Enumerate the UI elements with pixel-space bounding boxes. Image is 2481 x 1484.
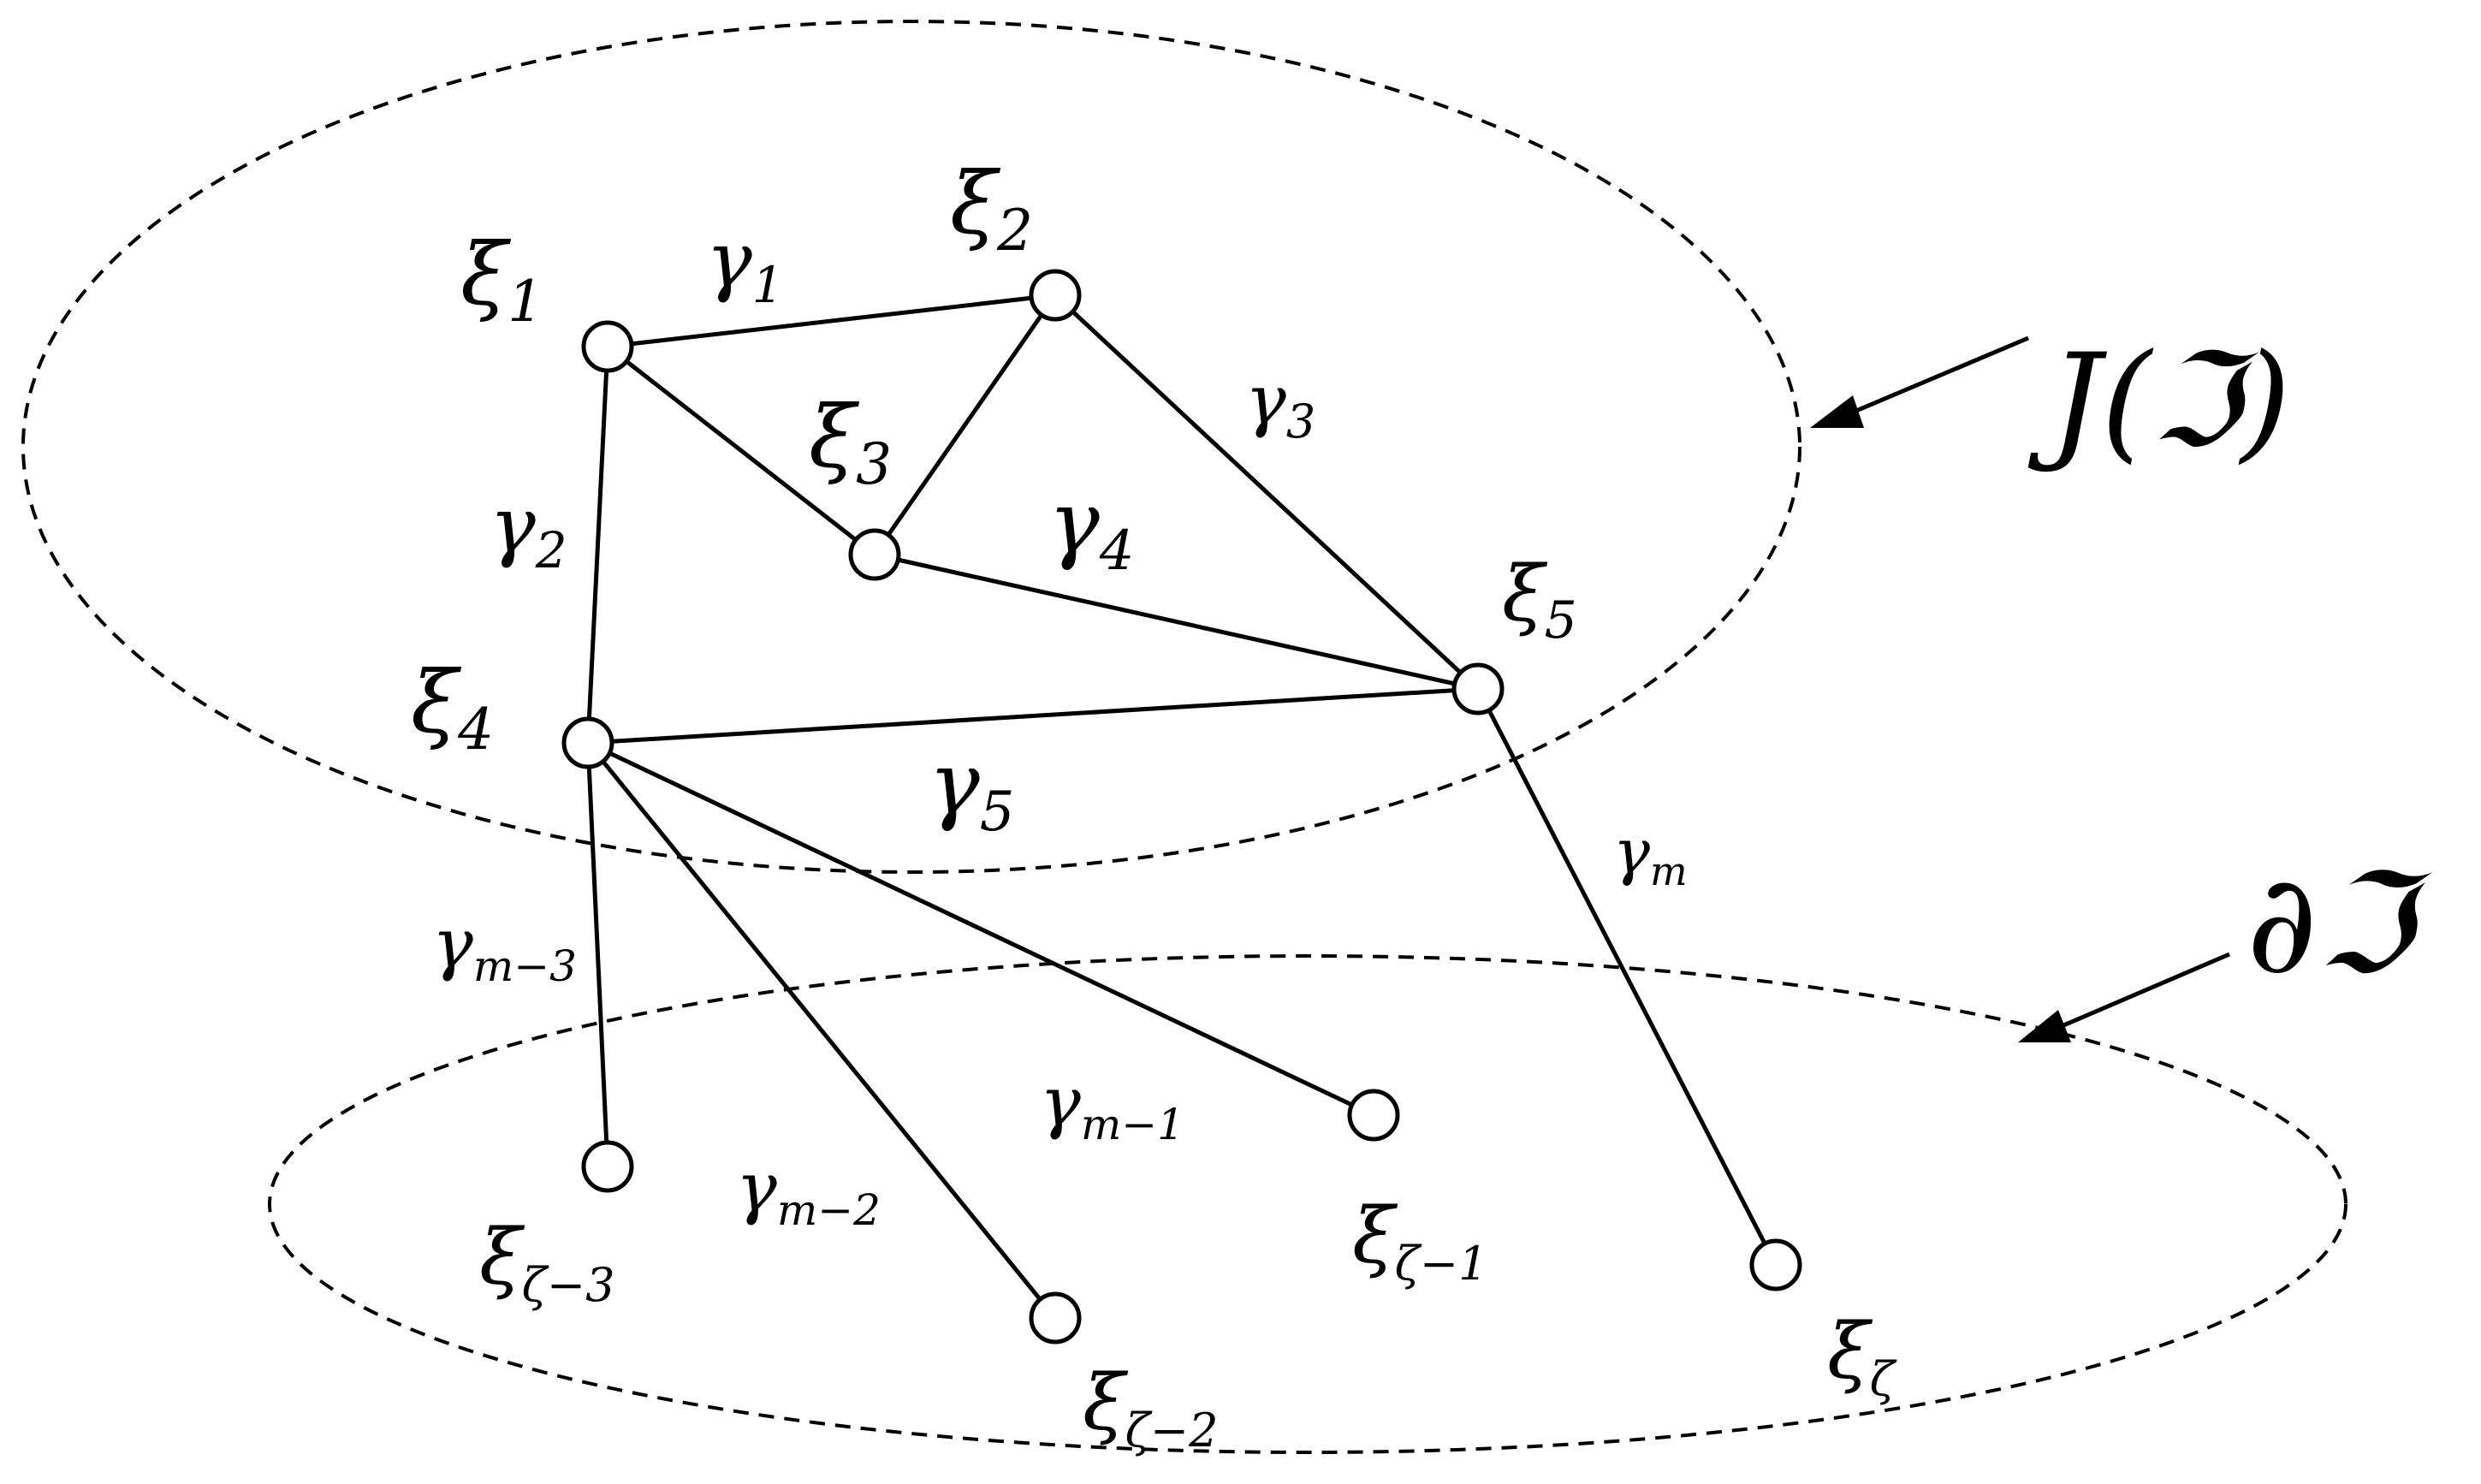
node-label-xi-zeta: ξζ	[1827, 1307, 1897, 1406]
inner-region-label: J(ℑ)	[2027, 327, 2291, 476]
edge-n3-n5	[874, 552, 1479, 692]
edge-label-gamma-m: γm	[1613, 816, 1688, 894]
edge-label-gamma-1: γ1	[706, 216, 784, 314]
edge-n4-nz1	[586, 740, 1375, 1118]
nodes-group	[561, 269, 1802, 1345]
boundary-region-arrow	[2049, 952, 2230, 1034]
node-nz1	[1347, 1089, 1400, 1142]
node-label-xi-zeta-2: ξζ−2	[1083, 1358, 1218, 1457]
inner-region-arrowhead	[1810, 395, 1864, 428]
node-n1	[581, 320, 634, 373]
node-n4	[561, 716, 614, 769]
edge-n5-nz	[1475, 687, 1778, 1267]
inner-region-arrow	[1839, 335, 2029, 420]
edge-n1-n2	[607, 293, 1056, 349]
node-label-xi-4: ξ4	[411, 652, 494, 763]
edge-label-gamma-m-2: γm−2	[736, 1148, 881, 1235]
node-label-xi-zeta-3: ξζ−3	[479, 1213, 614, 1312]
node-n3	[848, 528, 901, 581]
edge-label-gamma-m-3: γm−3	[432, 904, 577, 991]
inner-region-ellipse	[21, 20, 1801, 874]
boundary-region-arrowhead	[2018, 1010, 2071, 1042]
edge-n4-nz2	[586, 741, 1057, 1320]
edge-n4-n5	[587, 686, 1479, 745]
edge-label-gamma-3: γ3	[1245, 360, 1315, 448]
node-label-xi-2: ξ2	[950, 153, 1033, 264]
boundary-region-label: ∂ℑ	[2247, 844, 2433, 1004]
node-nz	[1749, 1238, 1802, 1291]
edge-n2-n5	[1054, 294, 1480, 691]
edge-n1-n4	[585, 346, 610, 744]
node-nz3	[581, 1140, 634, 1193]
node-label-xi-5: ξ5	[1502, 549, 1577, 650]
node-nz2	[1029, 1291, 1082, 1345]
edge-label-gamma-2: γ2	[490, 481, 567, 579]
edge-label-gamma-5: γ5	[929, 733, 1014, 844]
node-label-xi-1: ξ1	[460, 224, 543, 335]
node-label-xi-zeta-1: ξζ−1	[1352, 1191, 1487, 1291]
boundary-region-ellipse	[268, 954, 2347, 1454]
edge-n1-n3	[606, 345, 876, 556]
node-n2	[1029, 269, 1082, 322]
edge-label-gamma-4: γ4	[1048, 472, 1134, 583]
node-label-xi-3: ξ3	[809, 387, 892, 497]
edge-n2-n3	[872, 294, 1058, 556]
edge-label-gamma-m-1: γm−1	[1040, 1062, 1184, 1149]
node-n5	[1451, 662, 1505, 715]
edge-n4-nz3	[585, 742, 610, 1167]
edges-group	[585, 293, 1778, 1320]
